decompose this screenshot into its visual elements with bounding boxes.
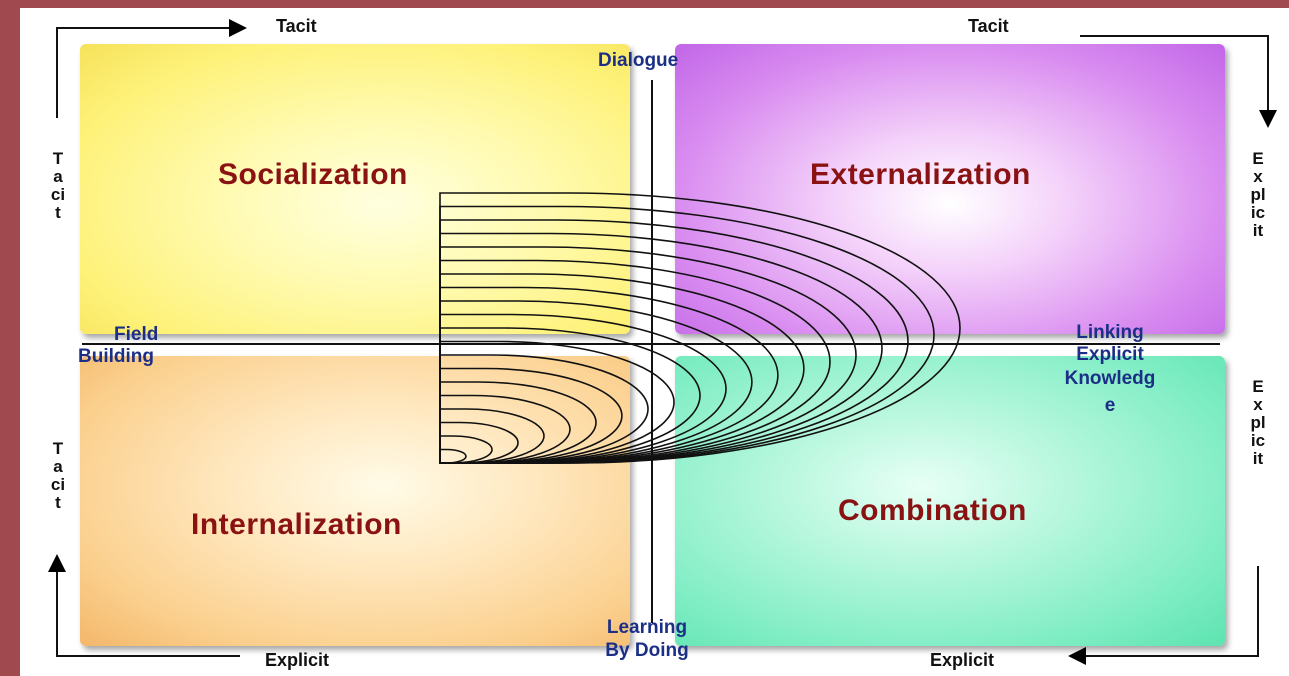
learning-label-2: By Doing bbox=[605, 640, 689, 661]
socialization-quadrant: Socialization bbox=[80, 44, 630, 334]
field-building-label-2: Building bbox=[78, 346, 154, 367]
spiral-loop bbox=[439, 313, 727, 464]
diagram-canvas: Socialization Externalization Internaliz… bbox=[20, 8, 1289, 676]
spiral-loop bbox=[439, 300, 753, 464]
linking-label-4: e bbox=[1104, 395, 1116, 416]
spiral-loop bbox=[439, 408, 545, 464]
spiral-loop bbox=[439, 354, 649, 464]
spiral-loop bbox=[439, 192, 961, 464]
bottom-left-explicit-label: Explicit bbox=[265, 650, 330, 670]
linking-label-2: Explicit bbox=[1076, 344, 1144, 365]
spiral-loop bbox=[439, 394, 571, 464]
internalization-quadrant: Internalization bbox=[80, 356, 630, 646]
bottom-right-explicit-label: Explicit bbox=[930, 650, 995, 670]
linking-label-3: Knowledg bbox=[1064, 368, 1156, 389]
top-right-arrow bbox=[1080, 35, 1277, 128]
internalization-title: Internalization bbox=[191, 508, 402, 541]
externalization-title: Externalization bbox=[810, 158, 1031, 191]
left-bottom-tacit-label: Tacit bbox=[50, 439, 66, 512]
spiral-loop bbox=[439, 246, 857, 464]
spiral-loop bbox=[439, 367, 623, 464]
dialogue-label: Dialogue bbox=[598, 50, 679, 71]
combination-title: Combination bbox=[838, 494, 1027, 527]
right-top-explicit-label: Explicit bbox=[1250, 149, 1266, 240]
right-bottom-explicit-label: Explicit bbox=[1250, 377, 1266, 468]
externalization-quadrant: Externalization bbox=[675, 44, 1225, 334]
combination-quadrant: Combination bbox=[675, 356, 1225, 646]
spiral-loop bbox=[439, 219, 909, 464]
learning-label-1: Learning bbox=[606, 617, 688, 638]
field-building-label-1: Field bbox=[114, 324, 159, 345]
top-left-tacit-label: Tacit bbox=[276, 16, 317, 36]
spiral-loop bbox=[439, 381, 597, 464]
linking-label-1: Linking bbox=[1076, 322, 1144, 343]
spiral-loop bbox=[439, 448, 467, 464]
top-right-tacit-label: Tacit bbox=[968, 16, 1009, 36]
socialization-title: Socialization bbox=[218, 158, 408, 191]
left-top-tacit-label: Tacit bbox=[50, 149, 66, 222]
spiral-loop bbox=[439, 232, 883, 464]
spiral-loop bbox=[439, 421, 519, 464]
knowledge-spiral bbox=[439, 192, 961, 464]
spiral-loop bbox=[439, 340, 675, 464]
spiral-loop bbox=[439, 273, 805, 464]
bottom-left-arrow bbox=[48, 554, 240, 657]
spiral-loop bbox=[439, 259, 831, 464]
bottom-right-arrow bbox=[1068, 566, 1259, 665]
spiral-loop bbox=[439, 205, 935, 464]
top-left-arrow bbox=[56, 19, 247, 118]
spiral-loop bbox=[439, 286, 779, 464]
spiral-loop bbox=[439, 327, 701, 464]
diagram-lines bbox=[48, 19, 1277, 665]
